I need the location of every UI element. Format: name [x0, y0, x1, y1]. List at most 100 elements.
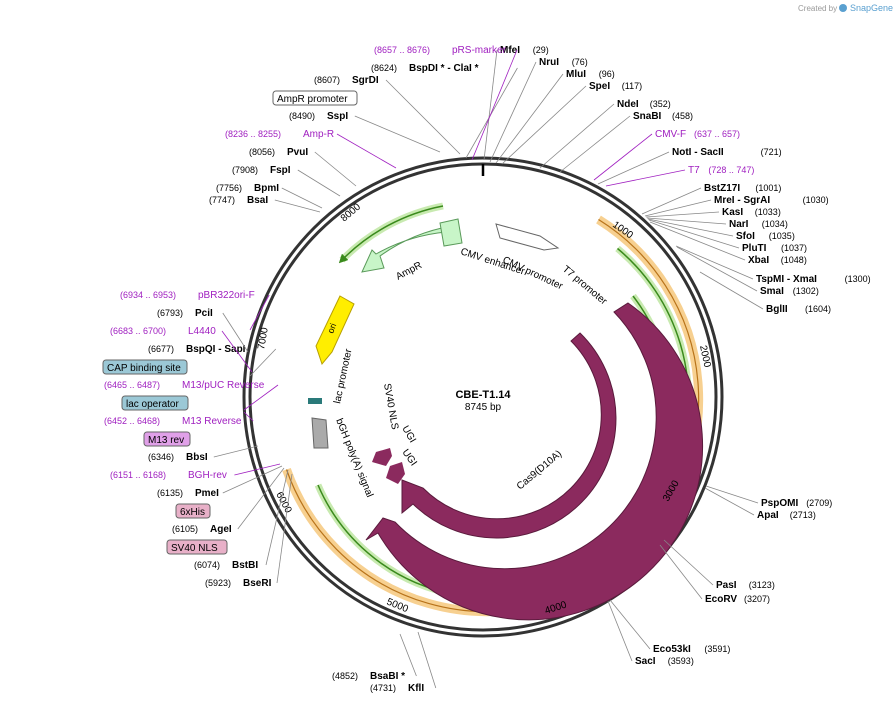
site-label-tspmi-xmai: TspMI - XmaI(1300)	[675, 245, 871, 285]
site-label-pvui: PvuI(8056)	[249, 147, 357, 187]
box-ampr-promoter	[272, 90, 358, 106]
site-position: (5923)	[205, 578, 231, 588]
site-position: (8607)	[314, 75, 340, 85]
site-position: (7747)	[209, 195, 235, 205]
site-name: PvuI	[287, 147, 308, 158]
site-leader-line	[483, 49, 498, 161]
site-name: PspOMI	[761, 498, 798, 509]
feature-label-ugi-1: UGI	[399, 424, 417, 445]
site-label-mlui: MluI(96)	[495, 69, 615, 164]
site-leader-line	[417, 631, 437, 689]
site-label-bsai: BsaI(7747)	[209, 195, 321, 213]
site-name: BglII	[766, 304, 788, 315]
site-name: EcoRV	[705, 594, 737, 605]
site-leader-line	[336, 133, 397, 169]
site-label-ecorv: EcoRV(3207)	[659, 544, 770, 605]
site-position: (6793)	[157, 308, 183, 318]
site-leader-line	[605, 169, 686, 187]
site-leader-line	[249, 294, 270, 331]
site-position: (8657 .. 8676)	[374, 45, 430, 55]
site-position: (6135)	[157, 488, 183, 498]
site-name: KasI	[722, 207, 743, 218]
site-position: (1302)	[793, 286, 819, 296]
site-name: SacI	[635, 656, 656, 667]
site-leader-line	[644, 199, 712, 217]
feature-label-ori: ori	[325, 322, 338, 335]
site-leader-line	[471, 49, 518, 161]
site-name: M13/pUC Reverse	[182, 380, 265, 391]
feature-label-bgh-polya: bGH poly(A) signal	[333, 417, 375, 499]
site-position: (7756)	[216, 183, 242, 193]
site-name: L4440	[188, 326, 216, 337]
box-lac-operator	[121, 395, 189, 411]
site-leader-line	[399, 633, 417, 677]
site-label-pspomi: PspOMI(2709)	[705, 485, 832, 509]
site-position: (8624)	[371, 63, 397, 73]
site-position: (1001)	[755, 183, 781, 193]
site-leader-line	[675, 245, 754, 280]
site-label-bspqi-sapi: BspQI - SapI(6677)	[148, 344, 277, 377]
site-label-t7: T7(728 .. 747)	[605, 165, 754, 187]
site-position: (117)	[622, 81, 642, 91]
site-position: (3123)	[749, 580, 775, 590]
site-label-l4440: L4440(6683 .. 6700)	[110, 326, 253, 373]
lac-operator-marker	[308, 398, 322, 404]
site-label-kfli: KflI (4731)	[370, 631, 437, 694]
site-position: (8490)	[289, 111, 315, 121]
feature-label-t7-promoter: T7 promoter	[560, 264, 609, 308]
site-label-agei: AgeI(6105)	[172, 467, 285, 535]
site-leader-line	[314, 151, 357, 187]
site-label-sgrdi: SgrDI(8607)	[314, 75, 461, 155]
site-label-nari: NarI(1034)	[646, 217, 788, 230]
site-position: (1048)	[781, 255, 807, 265]
site-leader-line	[281, 187, 323, 209]
site-leader-line	[243, 384, 279, 411]
site-position: (6934 .. 6953)	[120, 290, 176, 300]
label-ampr-promoter: AmpR promoter	[277, 94, 348, 105]
brand-prefix: Created by	[798, 4, 837, 13]
site-leader-line	[222, 312, 249, 353]
site-name: BbsI	[186, 452, 208, 463]
ampr-body	[439, 218, 463, 247]
site-leader-line	[607, 600, 633, 662]
site-position: (1604)	[805, 304, 831, 314]
site-label-bbsi: BbsI(6346)	[148, 445, 259, 463]
tick-2000: 2000	[697, 344, 712, 368]
site-name: BsaBI *	[370, 671, 405, 682]
box-6xhis	[175, 503, 211, 519]
site-name: SmaI	[760, 286, 784, 297]
site-position: (1034)	[762, 219, 788, 229]
site-label-pmei: PmeI(6135)	[157, 465, 283, 499]
site-leader-line	[465, 67, 518, 159]
snapgene-logo-icon	[839, 4, 847, 12]
site-label-amp-r: Amp-R(8236 .. 8255)	[225, 129, 397, 169]
ugi-arrow-1	[386, 462, 405, 484]
site-name: KflI	[408, 683, 424, 694]
site-leader-line	[354, 115, 441, 153]
feature-label-ampr: AmpR	[394, 260, 424, 283]
site-leader-line	[276, 473, 293, 584]
box-m13-rev	[143, 431, 191, 447]
site-name: SspI	[327, 111, 348, 122]
site-name: M13 Reverse	[182, 416, 242, 427]
site-leader-line	[237, 467, 285, 530]
site-position: (4731)	[370, 683, 396, 693]
site-name: TspMI - XmaI	[756, 274, 817, 285]
site-leader-line	[234, 463, 281, 476]
site-leader-line	[609, 599, 651, 650]
site-name: NruI	[539, 57, 559, 68]
label-m13-rev: M13 rev	[148, 435, 184, 446]
site-name: Eco53kI	[653, 644, 691, 655]
site-label-sfoi: SfoI(1035)	[647, 218, 795, 242]
site-name: BpmI	[254, 183, 279, 194]
box-cap-binding-site	[102, 359, 188, 375]
site-name: PasI	[716, 580, 737, 591]
site-leader-line	[648, 219, 740, 249]
site-label-bsabi: BsaBI *(4852)	[332, 633, 417, 682]
site-name: FspI	[270, 165, 291, 176]
site-leader-line	[213, 445, 259, 458]
site-leader-line	[704, 487, 755, 516]
site-position: (2713)	[790, 510, 816, 520]
site-label-mfei: MfeI(29)	[483, 45, 549, 161]
